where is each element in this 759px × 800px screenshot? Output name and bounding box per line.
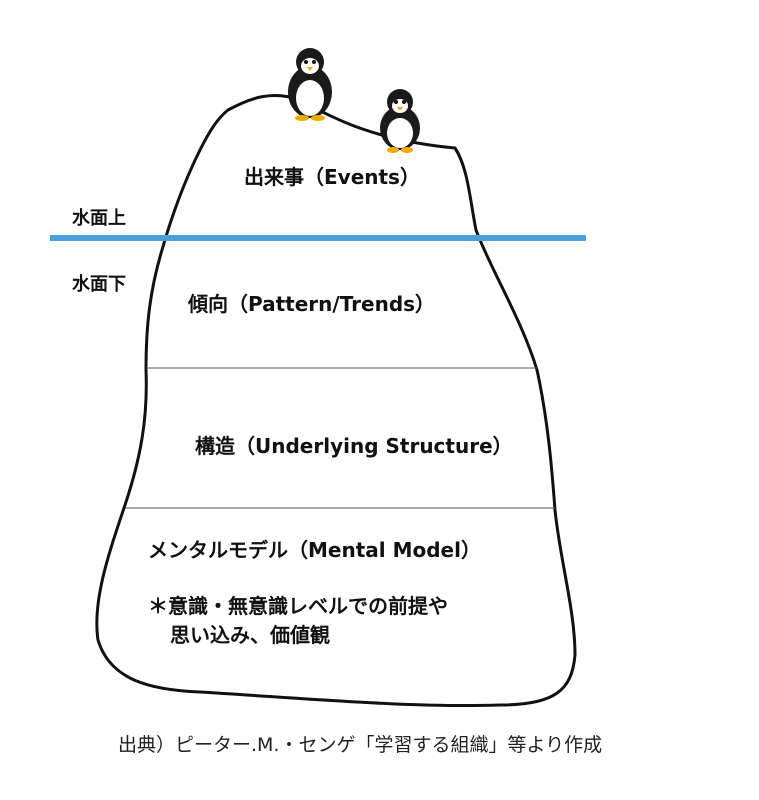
layer-structure-label: 構造（Underlying Structure） — [195, 434, 513, 458]
penguin-icon — [380, 89, 420, 153]
below-water-label: 水面下 — [72, 273, 126, 295]
layer-events-label: 出来事（Events） — [244, 165, 420, 189]
layer-mental-model-label: メンタルモデル（Mental Model） — [148, 538, 481, 562]
mental-model-note-line-1: ＊意識・無意識レベルでの前提や — [148, 594, 448, 618]
source-caption: 出典）ピーター.M.・センゲ「学習する組織」等より作成 — [118, 734, 602, 756]
iceberg-outline — [95, 93, 577, 708]
mental-model-note-line-2: 思い込み、価値観 — [170, 623, 330, 647]
layer-patterns-label: 傾向（Pattern/Trends） — [187, 292, 435, 316]
penguin-icon — [288, 48, 332, 121]
above-water-label: 水面上 — [72, 207, 126, 229]
